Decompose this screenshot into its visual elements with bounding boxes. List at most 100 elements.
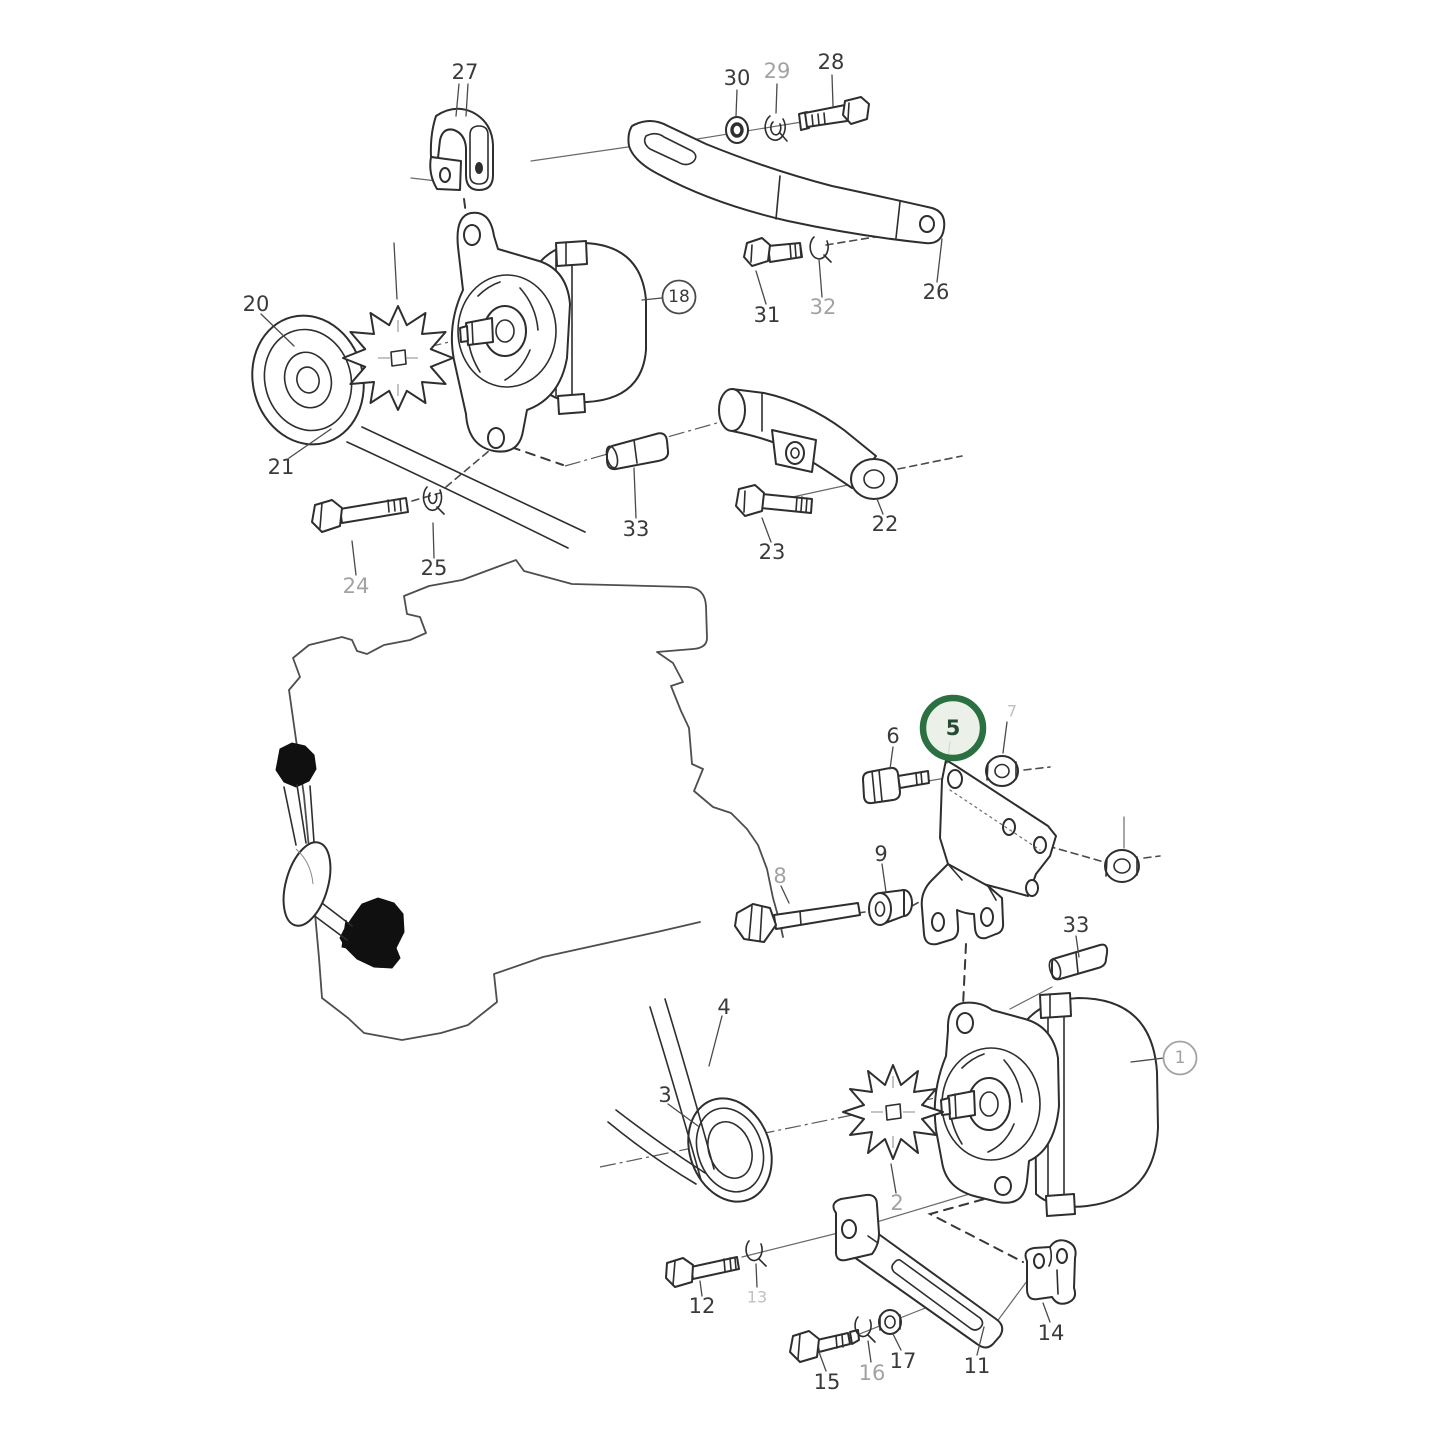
- engine-block-outline: [275, 559, 784, 1041]
- part-label-4-22[interactable]: 4: [717, 995, 730, 1019]
- part-number-text: 24: [343, 574, 370, 598]
- belt-21: [346, 426, 586, 549]
- washer-25: [422, 486, 445, 515]
- part-number-text: 2: [890, 1191, 903, 1215]
- part-label-16-28[interactable]: 16: [859, 1361, 886, 1385]
- part-number-text: 33: [623, 517, 650, 541]
- part-label-27-0[interactable]: 27: [452, 60, 479, 84]
- adjusting-strap-11: [832, 1193, 1004, 1349]
- part-label-29-2[interactable]: 29: [764, 59, 791, 83]
- part-number-text: 9: [874, 842, 887, 866]
- part-label-25-11[interactable]: 25: [421, 556, 448, 580]
- lock-washer-32: [809, 236, 832, 263]
- part-label-32-6[interactable]: 32: [810, 295, 837, 319]
- adjusting-arm-26: [627, 120, 946, 245]
- callout-circle: [1162, 1040, 1198, 1076]
- part-number-text: 25: [421, 556, 448, 580]
- belt-4: [607, 998, 715, 1185]
- fan-upper: [342, 305, 454, 411]
- part-label-20-8[interactable]: 20: [243, 292, 270, 316]
- part-number-text: 12: [689, 1294, 716, 1318]
- clamp-14: [1024, 1239, 1077, 1305]
- bolt-31: [743, 237, 803, 267]
- part-number-text: 3: [658, 1083, 671, 1107]
- part-label-17-29[interactable]: 17: [890, 1349, 917, 1373]
- part-number-text: 11: [964, 1354, 991, 1378]
- part-number-text: 16: [859, 1361, 886, 1385]
- part-number-text: 6: [886, 724, 899, 748]
- part-label-2-24[interactable]: 2: [890, 1191, 903, 1215]
- part-number-text: 31: [754, 303, 781, 327]
- alternator-1: [933, 992, 1159, 1217]
- part-number-text: 22: [872, 512, 899, 536]
- part-number-text: 27: [452, 60, 479, 84]
- pulley-3: [687, 1097, 773, 1203]
- upper-assembly: [251, 96, 946, 549]
- nut-17: [878, 1309, 902, 1335]
- part-number-text: 32: [810, 295, 837, 319]
- bolt-12: [665, 1256, 740, 1288]
- part-label-33-12[interactable]: 33: [623, 517, 650, 541]
- lock-washer-29: [764, 115, 788, 142]
- part-label-15-27[interactable]: 15: [814, 1370, 841, 1394]
- part-number-text: 29: [764, 59, 791, 83]
- part-number-text: 30: [724, 66, 751, 90]
- bolt-24: [311, 497, 409, 533]
- bolt-28: [798, 96, 870, 131]
- part-label-3-23[interactable]: 3: [658, 1083, 671, 1107]
- part-label-6-15[interactable]: 6: [886, 724, 899, 748]
- part-number-text: 4: [717, 995, 730, 1019]
- pin-33-lower: [1048, 943, 1109, 981]
- part-label-14-31[interactable]: 14: [1038, 1321, 1065, 1345]
- clamp-strap-27: [429, 107, 494, 191]
- washer-30: [725, 116, 749, 144]
- leader-lines: [260, 74, 1165, 1372]
- washer-16: [854, 1316, 876, 1343]
- part-label-5-highlighted-16[interactable]: 5: [919, 694, 987, 762]
- part-label-33-20[interactable]: 33: [1063, 913, 1090, 937]
- washer-13: [745, 1240, 767, 1267]
- part-number-text: 28: [818, 50, 845, 74]
- bolt-15: [789, 1329, 860, 1363]
- part-label-21-9[interactable]: 21: [268, 455, 295, 479]
- part-label-23-13[interactable]: 23: [759, 540, 786, 564]
- part-number-text: 13: [747, 1288, 767, 1307]
- part-number-text: 15: [814, 1370, 841, 1394]
- bracket-22: [718, 388, 898, 500]
- part-number-text: 33: [1063, 913, 1090, 937]
- part-number-text: 14: [1038, 1321, 1065, 1345]
- bolt-6: [862, 766, 930, 805]
- part-number-text: 7: [1007, 702, 1017, 721]
- part-label-13-26[interactable]: 13: [747, 1288, 767, 1307]
- part-label-11-30[interactable]: 11: [964, 1354, 991, 1378]
- spacer-9: [868, 889, 913, 926]
- part-label-28-3[interactable]: 28: [818, 50, 845, 74]
- highlight-ring: [919, 694, 987, 762]
- fan-2: [842, 1064, 944, 1160]
- crank-pulley-silhouette: [275, 742, 405, 969]
- part-number-text: 5: [946, 716, 961, 740]
- part-label-22-14[interactable]: 22: [872, 512, 899, 536]
- part-label-26-4[interactable]: 26: [923, 280, 950, 304]
- part-label-30-1[interactable]: 30: [724, 66, 751, 90]
- part-label-8-19[interactable]: 8: [773, 864, 786, 888]
- part-label-18-7[interactable]: 18: [661, 279, 697, 315]
- pin-33-upper: [605, 432, 670, 471]
- part-label-9-18[interactable]: 9: [874, 842, 887, 866]
- part-label-24-10[interactable]: 24: [343, 574, 370, 598]
- part-label-7-17[interactable]: 7: [1007, 702, 1017, 721]
- part-number-text: 23: [759, 540, 786, 564]
- part-number-text: 26: [923, 280, 950, 304]
- part-number-text: 20: [243, 292, 270, 316]
- part-number-text: 21: [268, 455, 295, 479]
- part-label-12-25[interactable]: 12: [689, 1294, 716, 1318]
- bracket-5: [920, 759, 1057, 946]
- bolt-8: [734, 902, 861, 943]
- nut-7: [985, 755, 1019, 787]
- part-label-1-21[interactable]: 1: [1162, 1040, 1198, 1076]
- part-number-text: 1: [1175, 1048, 1186, 1068]
- part-number-text: 18: [668, 287, 690, 307]
- part-label-31-5[interactable]: 31: [754, 303, 781, 327]
